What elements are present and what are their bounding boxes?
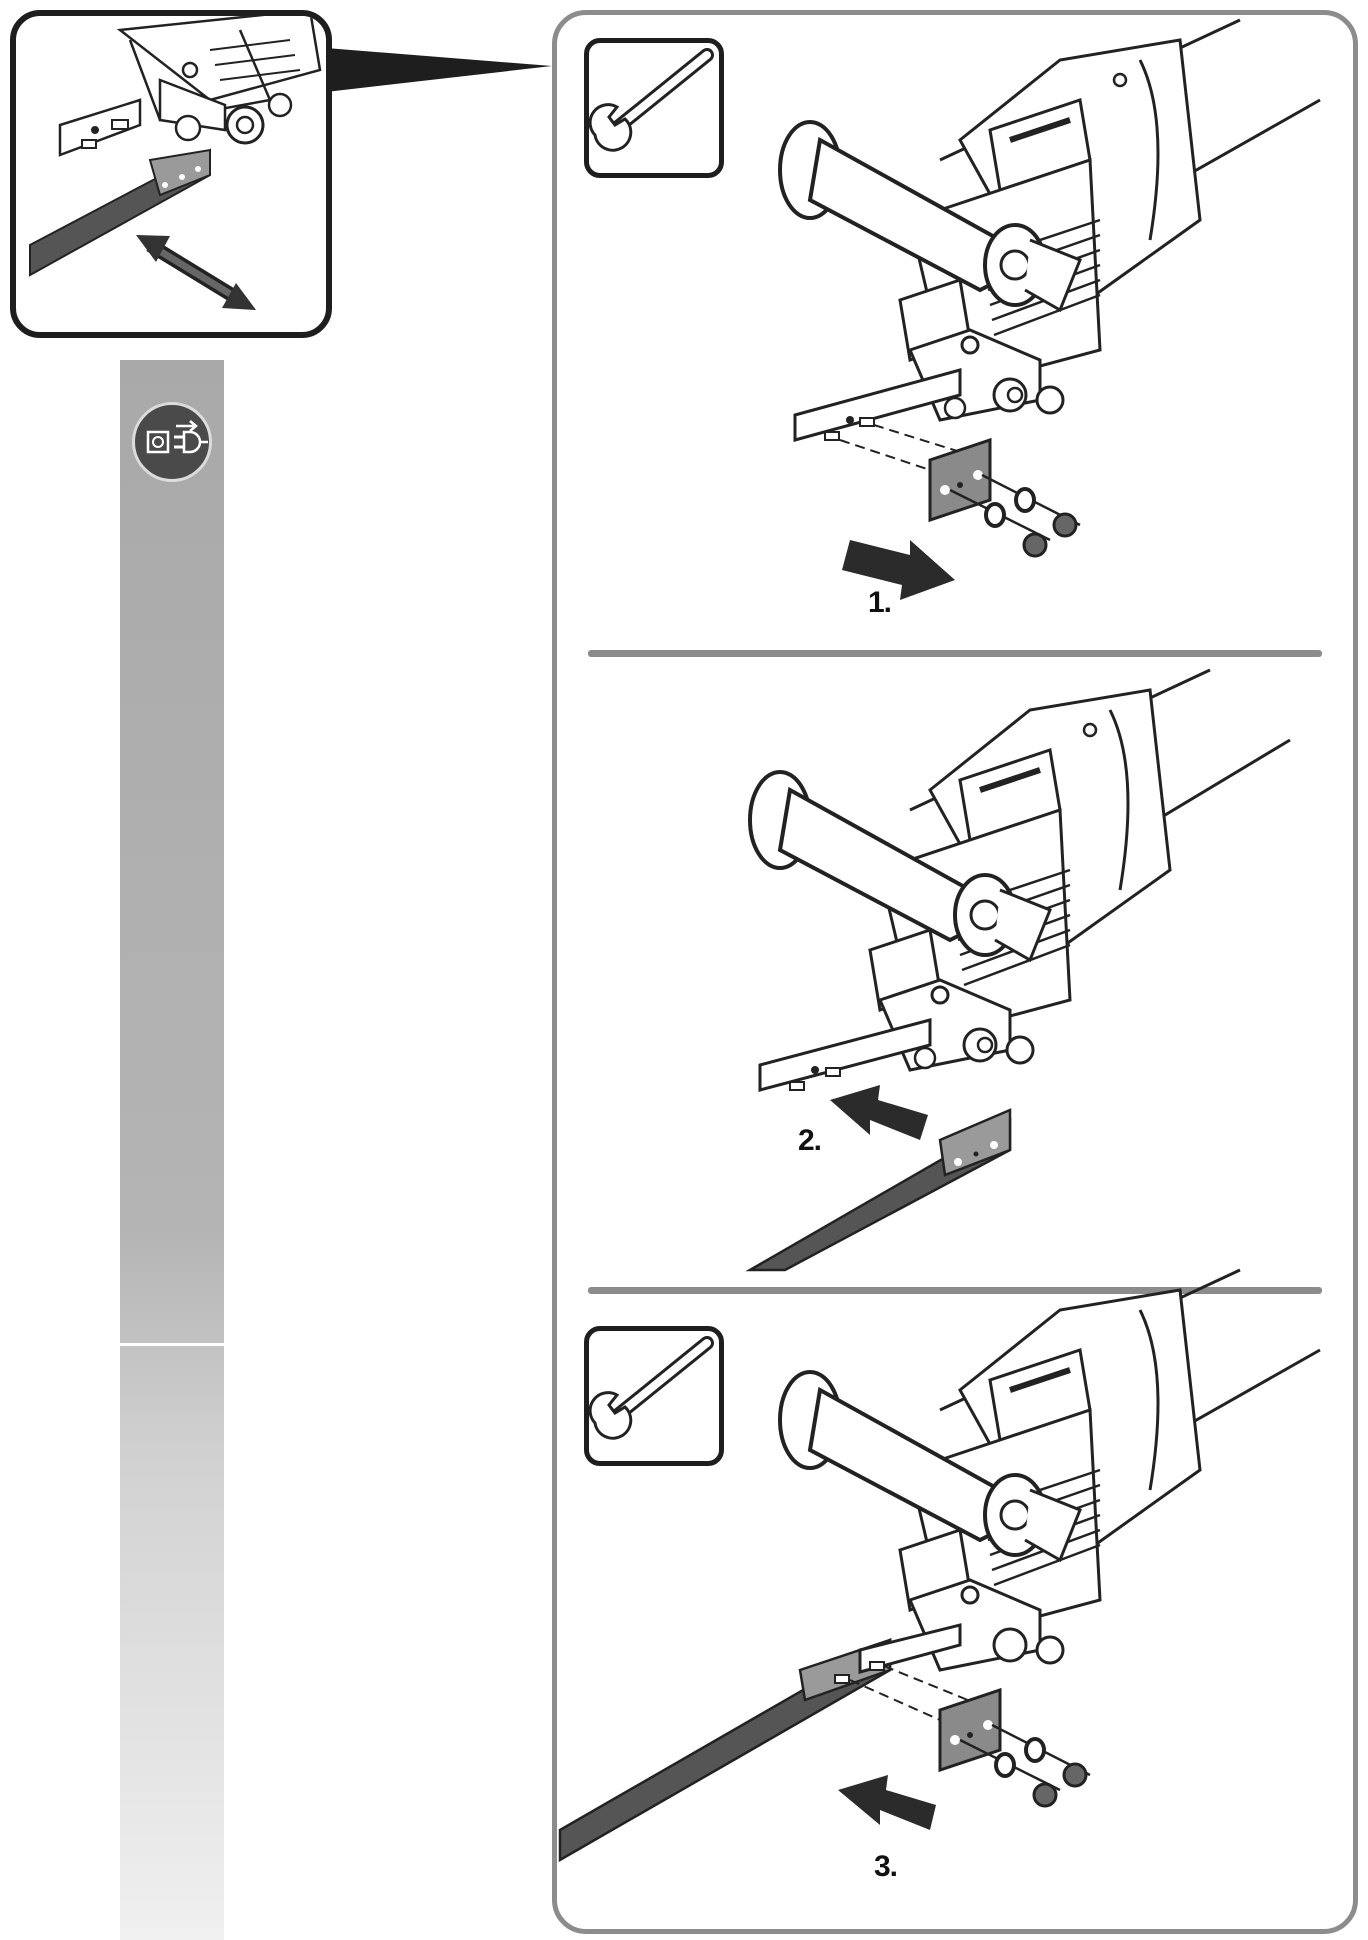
- sidebar-strip: [120, 360, 224, 1940]
- direction-arrow-icon: [842, 540, 955, 600]
- step-divider-2: [588, 1287, 1322, 1294]
- direction-arrow-icon: [838, 1775, 936, 1830]
- step-1-illustration: [778, 18, 1321, 600]
- step-1-label: 1.: [868, 586, 892, 619]
- step-2-illustration: [745, 668, 1291, 1272]
- inset-illustration: [29, 16, 322, 310]
- unplug-power-badge: [132, 402, 212, 482]
- step-divider-1: [588, 650, 1322, 657]
- unplug-power-icon: [146, 420, 208, 454]
- direction-arrow-icon: [830, 1085, 928, 1140]
- step-2-label: 2.: [798, 1124, 822, 1157]
- step-3-illustration: [558, 1268, 1321, 1863]
- tool-box-step-3: [584, 1326, 724, 1466]
- wrench-icon: [588, 48, 714, 152]
- detail-inset: [10, 10, 332, 338]
- wrench-icon: [588, 1336, 714, 1440]
- callout-connector: [326, 48, 552, 92]
- tool-box-step-1: [584, 38, 724, 178]
- strip-divider: [120, 1343, 224, 1346]
- step-3-label: 3.: [874, 1850, 898, 1883]
